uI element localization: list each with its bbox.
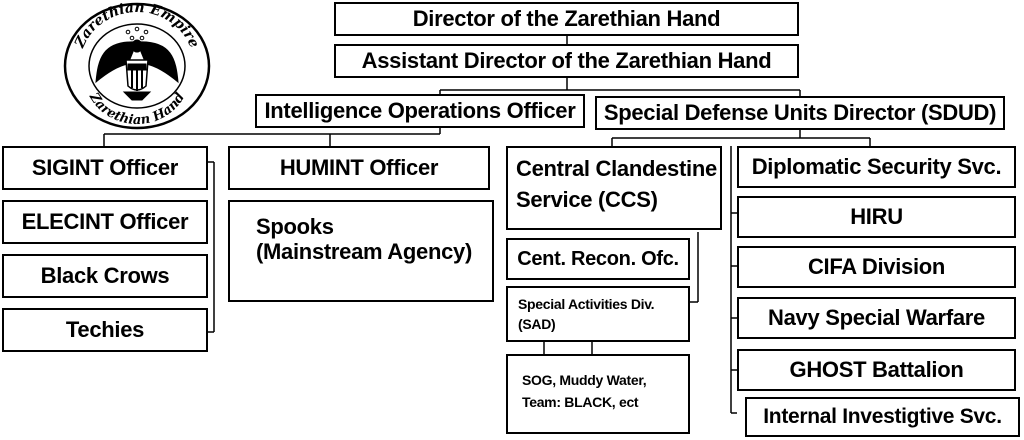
sog-sublabel: Team: BLACK, ect	[522, 393, 639, 410]
humint-officer-box: HUMINT Officer	[228, 146, 490, 190]
navy-special-warfare-label: Navy Special Warfare	[768, 305, 985, 331]
elecint-officer-label: ELECINT Officer	[21, 209, 189, 235]
black-crows-box: Black Crows	[2, 254, 208, 298]
sog-box: SOG, Muddy Water, Team: BLACK, ect	[506, 354, 690, 434]
ghost-battalion-label: GHOST Battalion	[789, 357, 964, 383]
sigint-officer-box: SIGINT Officer	[2, 146, 208, 190]
hiru-box: HIRU	[737, 196, 1016, 238]
elecint-officer-box: ELECINT Officer	[2, 200, 208, 244]
assistant-director-box: Assistant Director of the Zarethian Hand	[334, 44, 799, 78]
sdud-box: Special Defense Units Director (SDUD)	[595, 96, 1005, 130]
sad-label: Special Activities Div.	[518, 296, 655, 312]
black-crows-label: Black Crows	[40, 263, 170, 289]
intel-ops-officer-label: Intelligence Operations Officer	[264, 98, 576, 124]
diplomatic-security-box: Diplomatic Security Svc.	[737, 146, 1016, 188]
director-label: Director of the Zarethian Hand	[412, 6, 721, 32]
sdud-label: Special Defense Units Director (SDUD)	[603, 100, 997, 126]
spooks-box: Spooks (Mainstream Agency)	[228, 200, 494, 302]
zarethian-seal: Zarethian Empire Zarethian Hand	[63, 2, 211, 130]
director-box: Director of the Zarethian Hand	[334, 2, 799, 36]
sad-sublabel: (SAD)	[518, 316, 556, 333]
techies-label: Techies	[65, 317, 145, 343]
sad-box: Special Activities Div. (SAD)	[506, 286, 690, 342]
central-recon-office-label: Cent. Recon. Ofc.	[517, 247, 679, 270]
internal-investigative-box: Internal Investigtive Svc.	[745, 397, 1020, 437]
central-recon-office-box: Cent. Recon. Ofc.	[506, 238, 690, 280]
sigint-officer-label: SIGINT Officer	[31, 155, 179, 181]
ccs-label: Central Clandestine	[516, 156, 717, 181]
sog-label: SOG, Muddy Water,	[522, 372, 647, 388]
spooks-label: Spooks	[256, 214, 334, 239]
hiru-label: HIRU	[850, 204, 903, 230]
intel-ops-officer-box: Intelligence Operations Officer	[255, 94, 585, 128]
ccs-sublabel: Service (CCS)	[516, 186, 658, 212]
ghost-battalion-box: GHOST Battalion	[737, 349, 1016, 391]
humint-officer-label: HUMINT Officer	[279, 155, 439, 181]
internal-investigative-label: Internal Investigtive Svc.	[763, 404, 1002, 428]
ccs-box: Central Clandestine Service (CCS)	[506, 146, 722, 230]
diplomatic-security-label: Diplomatic Security Svc.	[751, 154, 1002, 180]
navy-special-warfare-box: Navy Special Warfare	[737, 297, 1016, 339]
cifa-division-label: CIFA Division	[807, 254, 946, 280]
assistant-director-label: Assistant Director of the Zarethian Hand	[361, 48, 772, 74]
techies-box: Techies	[2, 308, 208, 352]
eagle-icon	[95, 26, 179, 101]
cifa-division-box: CIFA Division	[737, 246, 1016, 288]
spooks-sublabel: (Mainstream Agency)	[256, 239, 472, 265]
